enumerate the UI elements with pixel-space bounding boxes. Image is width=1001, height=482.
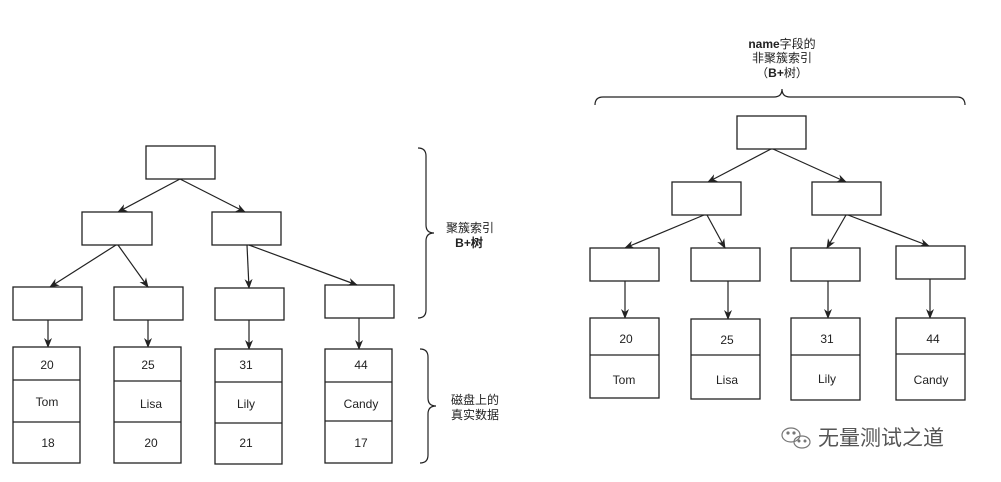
record-id: 20 — [619, 332, 633, 346]
arrow — [248, 244, 358, 286]
index-record: 20 Tom — [589, 317, 660, 399]
record-id: 25 — [141, 358, 155, 372]
arrow — [117, 178, 181, 213]
right-brace — [419, 348, 437, 464]
arrow — [624, 214, 705, 249]
secondary-title-line3: （B+树） — [756, 65, 808, 80]
record-id: 20 — [40, 358, 54, 372]
index-record: 25 Lisa — [690, 318, 761, 400]
record-age: 21 — [239, 436, 253, 450]
record-name: Lisa — [716, 373, 738, 387]
arrow — [706, 214, 726, 249]
record-id: 31 — [820, 332, 834, 346]
btree-label: B+树 — [455, 235, 483, 250]
secondary-title-line2: 非聚簇索引 — [752, 50, 812, 65]
data-record: 31 Lily 21 — [214, 348, 283, 465]
leaf-node — [895, 245, 966, 280]
record-name: Candy — [344, 397, 379, 411]
arrow — [772, 148, 847, 183]
data-record: 25 Lisa 20 — [113, 346, 182, 464]
record-name: Tom — [36, 395, 59, 409]
clustered-index-tree: 20 Tom 18 25 Lisa 20 31 Lily 21 44 Candy… — [12, 145, 499, 465]
wechat-icon — [781, 427, 811, 449]
root-node — [736, 115, 807, 150]
data-record: 44 Candy 17 — [324, 348, 393, 464]
record-age: 18 — [41, 436, 55, 450]
leaf-node — [214, 287, 285, 321]
internal-node — [811, 181, 882, 216]
arrow — [244, 244, 253, 289]
clustered-index-label: 聚簇索引 — [446, 220, 494, 235]
arrow — [826, 214, 847, 249]
record-name: Candy — [914, 373, 949, 387]
root-node — [145, 145, 216, 180]
record-id: 44 — [926, 332, 940, 346]
record-age: 20 — [144, 436, 158, 450]
watermark-text: 无量测试之道 — [818, 426, 944, 450]
record-age: 17 — [354, 436, 368, 450]
secondary-title-line1: name字段的 — [748, 36, 815, 51]
internal-node — [211, 211, 282, 246]
leaf-node — [690, 247, 761, 282]
top-brace — [594, 88, 966, 106]
record-name: Tom — [613, 373, 636, 387]
disk-data-label: 真实数据 — [451, 407, 499, 422]
leaf-node — [589, 247, 660, 282]
disk-data-label: 磁盘上的 — [451, 392, 499, 407]
record-name: Lily — [237, 397, 255, 411]
index-record: 31 Lily — [790, 317, 861, 401]
record-id: 44 — [354, 358, 368, 372]
index-record: 44 Candy — [895, 317, 966, 401]
leaf-node — [324, 284, 395, 319]
record-name: Lisa — [140, 397, 162, 411]
data-record: 20 Tom 18 — [12, 346, 81, 464]
right-brace — [417, 147, 435, 319]
arrow — [847, 214, 930, 247]
arrow — [117, 244, 149, 288]
arrow — [49, 244, 117, 288]
leaf-node — [12, 286, 83, 321]
record-id: 31 — [239, 358, 253, 372]
arrow — [707, 148, 772, 183]
leaf-node — [790, 247, 861, 282]
arrow — [179, 178, 246, 213]
internal-node — [671, 181, 742, 216]
record-name: Lily — [818, 372, 836, 386]
leaf-node — [113, 286, 184, 321]
record-id: 25 — [720, 333, 734, 347]
secondary-index-tree: name字段的 非聚簇索引 （B+树） 20 Tom 25 Li — [589, 36, 966, 401]
watermark: 无量测试之道 — [781, 426, 944, 450]
internal-node — [81, 211, 153, 246]
